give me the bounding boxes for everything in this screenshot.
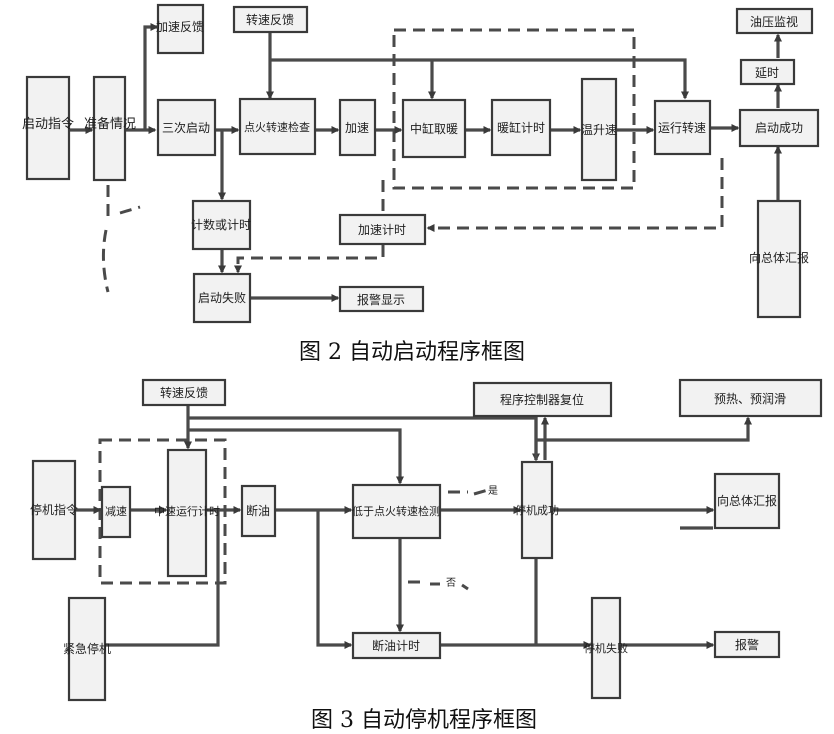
box-run-speed: 运行转速 (653, 99, 712, 156)
box-warmup-timing: 暖缸计时 (490, 98, 552, 157)
box-delay: 延时 (739, 58, 796, 86)
box-accel-feedback-label: 加速反馈 (156, 20, 204, 34)
box-accel-feedback: 加速反馈 (156, 3, 205, 55)
box-alarm-display: 报警显示 (338, 285, 425, 313)
box-alarm-2-label: 报警 (735, 637, 759, 652)
box-start-fail-label: 启动失败 (198, 290, 246, 305)
box-third-start: 三次启动 (156, 98, 217, 157)
box-speed-feedback-2: 转速反馈 (141, 378, 227, 407)
box-alarm-display-label: 报警显示 (357, 292, 405, 307)
box-stop-success-label: 停机成功 (515, 503, 559, 517)
box-accel-timing: 加速计时 (338, 213, 427, 246)
box-stop-success: 停机成功 (515, 460, 559, 560)
box-cut-oil: 断油 (240, 484, 277, 538)
box-cut-oil-timing-label: 断油计时 (372, 638, 420, 653)
box-oil-pressure: 油压监视 (735, 7, 814, 35)
box-accel-timing-label: 加速计时 (358, 223, 406, 237)
box-speed-feedback-label: 转速反馈 (246, 12, 294, 27)
box-emergency-stop-label: 紧急停机 (63, 641, 111, 656)
box-warmup-timing-label: 暖缸计时 (497, 120, 545, 135)
box-preheat: 预热、预润滑 (678, 378, 823, 418)
box-report-label: 向总体汇报 (749, 250, 809, 265)
dashed-stop-group (98, 438, 227, 585)
box-middle-warm: 中缸取暖 (401, 98, 467, 159)
box-speed-feedback: 转速反馈 (232, 5, 309, 34)
dashed-loop-box (392, 28, 636, 190)
figure-2: 启动指令 准备情况 加速反馈 转速反馈 三次启动 点火转速检查 加速 中缸取暖 (22, 3, 820, 365)
box-ignite-check-label: 点火转速检查 (244, 120, 310, 134)
box-decelerate: 减速 (100, 485, 132, 539)
box-boost: 温升速 (580, 77, 618, 182)
box-boost-label: 温升速 (581, 123, 617, 137)
box-controller-reset-label: 程序控制器复位 (500, 392, 584, 407)
yes-label: 是 (488, 485, 498, 497)
box-delay-label: 延时 (755, 66, 779, 80)
box-low-speed-check: 低于点火转速检测 (351, 483, 442, 540)
box-idle-timing: 中速运行计时 (154, 448, 220, 578)
figure-3: 是 否 停机指令 转速反馈 减速 中速运行计时 断油 低于点火转速检测 (30, 378, 823, 733)
box-start-success-label: 启动成功 (755, 121, 803, 135)
box-start-command: 启动指令 (22, 75, 74, 181)
box-start-fail: 启动失败 (192, 272, 252, 324)
box-preheat-label: 预热、预润滑 (714, 392, 786, 406)
figure-2-caption: 图 2 自动启动程序框图 (299, 340, 525, 365)
box-idle-timing-label: 中速运行计时 (154, 505, 220, 518)
box-accelerate-label: 加速 (345, 121, 369, 135)
box-stop-command: 停机指令 (30, 459, 78, 561)
box-controller-reset: 程序控制器复位 (472, 381, 613, 418)
box-count-timing: 计数或计时 (191, 199, 252, 251)
box-prep-status-label: 准备情况 (84, 116, 136, 132)
figure-3-caption: 图 3 自动停机程序框图 (311, 708, 537, 730)
box-cut-oil-label: 断油 (246, 503, 270, 518)
box-ignite-check: 点火转速检查 (238, 97, 317, 156)
box-stop-fail: 停机失败 (584, 596, 628, 700)
box-speed-feedback-2-label: 转速反馈 (160, 385, 208, 400)
box-oil-pressure-label: 油压监视 (750, 14, 798, 29)
no-label: 否 (446, 577, 456, 589)
box-prep-status: 准备情况 (84, 75, 136, 182)
box-emergency-stop: 紧急停机 (63, 596, 111, 702)
box-report: 向总体汇报 (749, 199, 809, 319)
box-stop-command-label: 停机指令 (30, 502, 78, 517)
box-start-success: 启动成功 (738, 108, 820, 148)
box-accelerate: 加速 (338, 98, 377, 157)
box-count-timing-label: 计数或计时 (191, 217, 251, 232)
box-third-start-label: 三次启动 (162, 121, 210, 135)
box-cut-oil-timing: 断油计时 (351, 631, 442, 660)
box-middle-warm-label: 中缸取暖 (410, 121, 458, 136)
box-alarm-2: 报警 (713, 630, 781, 659)
box-start-command-label: 启动指令 (22, 117, 74, 132)
box-decelerate-label: 减速 (105, 505, 127, 518)
box-low-speed-check-label: 低于点火转速检测 (352, 504, 440, 518)
box-report-2-label: 向总体汇报 (717, 493, 777, 508)
box-stop-fail-label: 停机失败 (584, 641, 628, 655)
box-run-speed-label: 运行转速 (658, 120, 706, 135)
box-report-2: 向总体汇报 (713, 472, 781, 530)
